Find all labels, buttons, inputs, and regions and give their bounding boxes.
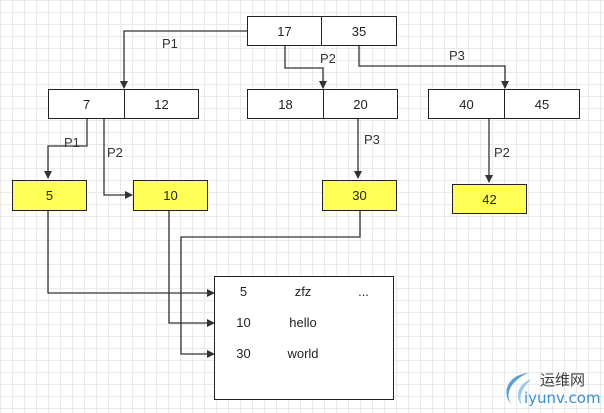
leaf-label: 5 — [45, 188, 54, 203]
edge-leaf-10-to-row-10 — [168, 211, 215, 327]
table-cell: ... — [358, 284, 369, 299]
table-cell: hello — [289, 315, 317, 330]
node-root-key-1: 17 — [247, 16, 322, 46]
table-cell: 5 — [239, 284, 248, 299]
edge-leaf-5-to-row-5 — [47, 211, 215, 297]
edge-node-7-to-leaf-5 — [44, 118, 88, 179]
table-cell: 10 — [236, 315, 251, 330]
leaf-label: 30 — [352, 188, 367, 203]
node-root-key-2: 35 — [321, 16, 397, 46]
edge-root-to-node-7-12 — [120, 30, 247, 89]
watermark-url: iyunv.com — [524, 389, 601, 407]
edge-label-node-b-p3: P3 — [364, 132, 380, 147]
watermark-logo: 运维网 iyunv.com — [498, 365, 602, 411]
key-label: 18 — [278, 96, 293, 112]
node-c-key-1: 40 — [428, 89, 505, 119]
edge-label-node-a-p1: P1 — [64, 135, 80, 150]
key-label: 20 — [353, 96, 368, 112]
leaf-label: 10 — [163, 188, 178, 203]
edge-label-root-p3: P3 — [449, 48, 465, 63]
edge-node-7-to-leaf-10 — [103, 118, 133, 199]
data-table — [214, 276, 394, 400]
leaf-node-10: 10 — [133, 180, 208, 211]
key-label: 17 — [277, 23, 292, 39]
edge-label-node-c-p2: P2 — [494, 145, 510, 160]
table-cell — [333, 338, 394, 369]
key-label: 45 — [534, 96, 550, 112]
key-label: 35 — [351, 23, 367, 39]
node-b-key-1: 18 — [247, 89, 324, 119]
leaf-label: 42 — [482, 191, 497, 207]
key-label: 7 — [82, 96, 91, 112]
swoosh-icon — [506, 373, 532, 405]
key-label: 12 — [154, 96, 169, 112]
leaf-node-30: 30 — [322, 180, 397, 211]
node-a-key-1: 7 — [48, 89, 125, 119]
table-cell: world — [287, 346, 319, 361]
edge-label-node-a-p2: P2 — [107, 145, 123, 160]
table-cell — [333, 307, 394, 338]
leaf-node-42: 42 — [452, 184, 527, 214]
edge-leaf-30-to-row-30 — [180, 211, 361, 358]
edge-label-root-p1: P1 — [162, 36, 178, 51]
watermark-text: 运维网 — [540, 371, 586, 389]
key-label: 40 — [459, 96, 474, 112]
edge-root-to-node-18-20 — [284, 46, 327, 89]
table-cell: zfz — [294, 284, 312, 299]
edge-label-root-p2: P2 — [320, 51, 336, 66]
leaf-node-5: 5 — [12, 180, 87, 211]
table-cell: 30 — [236, 346, 251, 361]
node-c-key-2: 45 — [504, 89, 580, 119]
edge-root-to-node-40-45 — [358, 46, 509, 89]
node-a-key-2: 12 — [124, 89, 199, 119]
node-b-key-2: 20 — [323, 89, 398, 119]
